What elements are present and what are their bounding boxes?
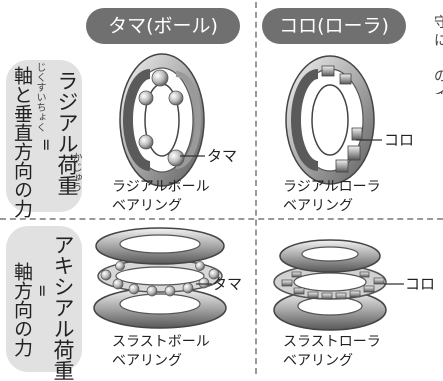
thrust-roller-pointer-label: コロ (405, 275, 436, 293)
axial-load-title: アキシアル荷重 (51, 234, 75, 381)
edge-char-1: 守 (434, 15, 443, 31)
radial-ruby-kaju: かじゅう (70, 152, 81, 192)
radial-ball-caption: ラジアルボール ベアリング (112, 178, 210, 216)
row-divider (0, 218, 443, 220)
radial-roller-bearing (285, 55, 375, 185)
axial-load-subtitle: 軸方向の力 (11, 262, 33, 357)
radial-load-subtitle: 軸と垂直方向の力 (11, 66, 33, 218)
thrust-roller-caption-line1: スラストローラ (283, 334, 381, 350)
cropped-edge-text: 守 に の イ (434, 14, 443, 94)
roller-column-header: コロ(ローラ) (262, 8, 406, 44)
radial-roller-pointer-label: コロ (384, 131, 415, 149)
thrust-ball-caption-line1: スラストボール (112, 334, 210, 350)
radial-ruby-jikusuichoku: じくすいちょく (34, 62, 45, 132)
radial-ball-caption-line2: ベアリング (112, 198, 182, 214)
radial-ball-caption-line1: ラジアルボール (112, 179, 210, 195)
ball-column-header: タマ(ボール) (86, 8, 240, 44)
radial-roller-caption-line1: ラジアルローラ (283, 179, 381, 195)
thrust-roller-caption: スラストローラ ベアリング (283, 333, 381, 371)
thrust-ball-pointer-label: タマ (212, 275, 243, 293)
radial-roller-caption-line2: ベアリング (283, 198, 353, 214)
radial-load-title: ラジアル荷重 (55, 70, 79, 196)
radial-load-panel (6, 60, 82, 212)
radial-ball-pointer-label: タマ (207, 147, 238, 165)
thrust-ball-bearing (93, 227, 227, 329)
radial-ball-bearing (119, 53, 205, 187)
thrust-roller-caption-line2: ベアリング (283, 353, 353, 369)
thrust-ball-caption-line2: ベアリング (112, 353, 182, 369)
thrust-roller-bearing (273, 239, 387, 331)
edge-char-3: の (434, 69, 443, 85)
axial-load-equals: = (33, 284, 52, 298)
radial-load-equals: = (37, 138, 56, 152)
edge-char-4: イ (434, 86, 443, 94)
column-divider (255, 2, 257, 374)
edge-char-2: に (434, 33, 443, 49)
axial-load-panel (6, 226, 82, 372)
radial-roller-caption: ラジアルローラ ベアリング (283, 178, 381, 216)
thrust-ball-caption: スラストボール ベアリング (112, 333, 210, 371)
